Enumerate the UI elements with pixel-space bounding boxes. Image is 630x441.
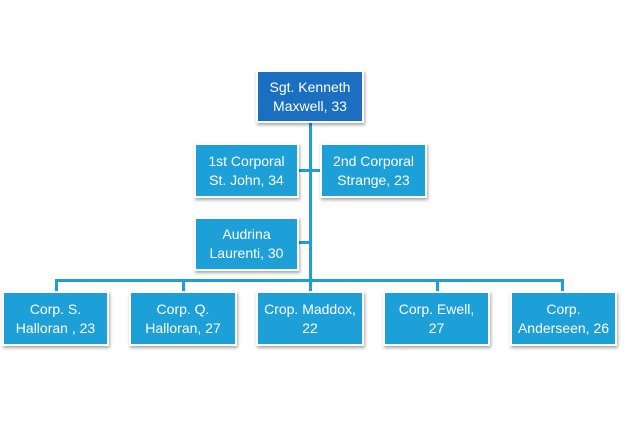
connector-assistant-audrina [298,241,311,244]
node-corp-s-halloran[interactable]: Corp. S. Halloran , 23 [2,291,109,346]
node-crop-maddox[interactable]: Crop. Maddox, 22 [256,291,364,346]
node-2nd-corporal-strange[interactable]: 2nd Corporal Strange, 23 [320,143,427,198]
connector-root-trunk [309,122,312,280]
connector-report-1 [55,279,58,291]
connector-report-2 [182,279,185,291]
connector-assistant-1st-corporal [298,169,311,172]
node-1st-corporal-st-john[interactable]: 1st Corporal St. John, 34 [194,143,299,198]
node-audrina-laurenti[interactable]: Audrina Laurenti, 30 [194,217,299,271]
node-sgt-kenneth-maxwell[interactable]: Sgt. Kenneth Maxwell, 33 [256,70,364,123]
node-corp-anderseen[interactable]: Corp. Anderseen, 26 [510,291,617,346]
connector-assistant-2nd-corporal [311,169,321,172]
connector-report-5 [561,279,564,291]
connector-report-3 [309,279,312,291]
connector-report-4 [436,279,439,291]
node-corp-ewell[interactable]: Corp. Ewell, 27 [383,291,490,346]
node-corp-q-halloran[interactable]: Corp. Q. Halloran, 27 [129,291,237,346]
